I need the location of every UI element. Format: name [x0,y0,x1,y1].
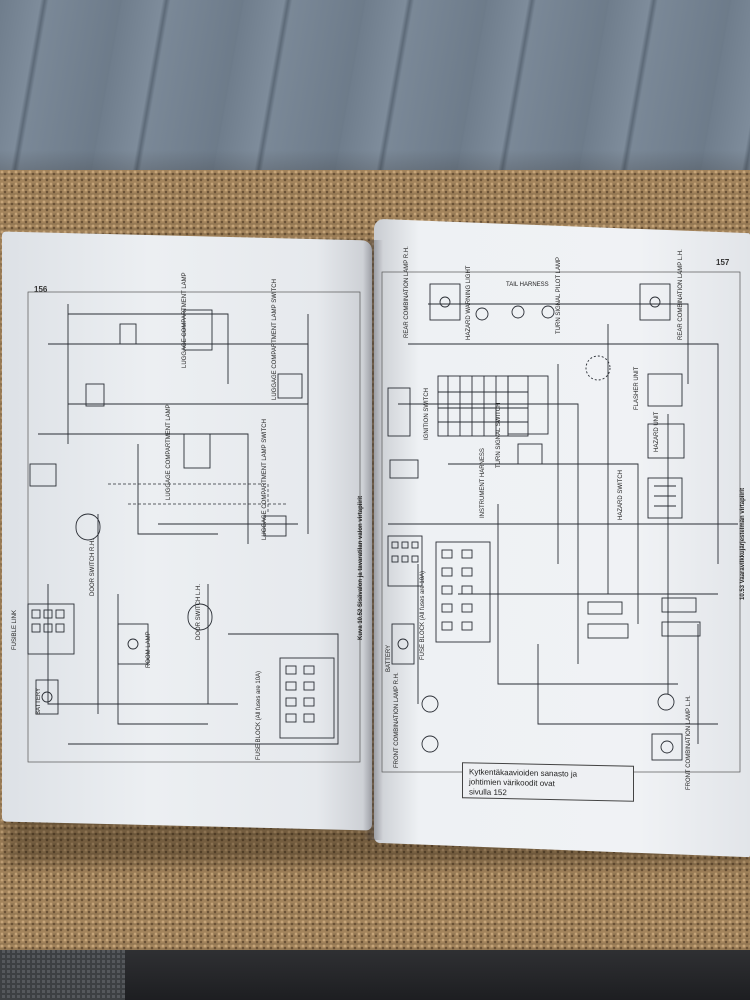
right-page-number: 157 [716,258,730,267]
right-label-tail-harness: TAIL HARNESS [506,282,549,288]
note-line-3: sivulla 152 [469,787,507,798]
right-label-front-combination-rh: FRONT COMBINATION LAMP R.H. [394,672,400,768]
right-label-hazard-unit: HAZARD UNIT [654,411,660,452]
right-label-instrument-harness: INSTRUMENT HARNESS [480,448,486,518]
left-wiring-diagram [27,291,361,763]
left-label-luggage-switch: LUGGAGE COMPARTMENT LAMP SWITCH [262,419,268,540]
left-label-fuse-block: FUSE BLOCK (All fuses are 10A) [256,670,262,760]
left-label-battery: BATTERY [36,687,42,715]
left-label-luggage-lamp: LUGGAGE COMPARTMENT LAMP [166,404,172,500]
right-label-rear-combination-rh: REAR COMBINATION LAMP R.H. [404,246,410,338]
right-page-caption: 10.53 Vaaravilkkujärjestelmän virtapiiri… [740,487,746,600]
right-label-hazard-warning-light: HAZARD WARNING LIGHT [466,265,472,340]
right-label-hazard-switch: HAZARD SWITCH [618,470,624,520]
right-label-front-combination-lh: FRONT COMBINATION LAMP L.H. [686,695,692,790]
left-label-luggage-switch-top: LUGGAGE COMPARTMENT LAMP SWITCH [272,279,278,400]
book-spine [363,240,383,840]
left-label-door-switch-lh: DOOR SWITCH L.H. [196,583,202,640]
right-label-rear-combination-lh: REAR COMBINATION LAMP L.H. [678,249,684,340]
left-label-door-switch-rh: DOOR SWITCH R.H. [90,539,96,596]
right-wiring-diagram [381,271,741,773]
left-page-number: 156 [34,285,48,294]
right-label-flasher-unit: FLASHER UNIT [634,366,640,410]
note-box: Kytkentäkaavioiden sanasto ja johtimien … [462,762,634,802]
right-label-turn-signal-pilot-lamp: TURN SIGNAL PILOT LAMP [556,256,562,334]
left-label-luggage-lamp-top: LUGGAGE COMPARTMENT LAMP [182,272,188,368]
right-label-ignition-switch: IGNITION SWITCH [424,388,430,440]
left-label-room-lamp: ROOM LAMP [146,631,152,668]
right-label-battery: BATTERY [386,644,392,672]
floor-mat [0,950,125,1000]
left-label-fusible-link: FUSIBLE LINK [12,609,18,650]
right-label-fuse-block: FUSE BLOCK (All fuses are 10A) [420,570,426,660]
right-label-turn-signal-switch: TURN SIGNAL SWITCH [496,402,502,468]
floor [0,950,750,1000]
